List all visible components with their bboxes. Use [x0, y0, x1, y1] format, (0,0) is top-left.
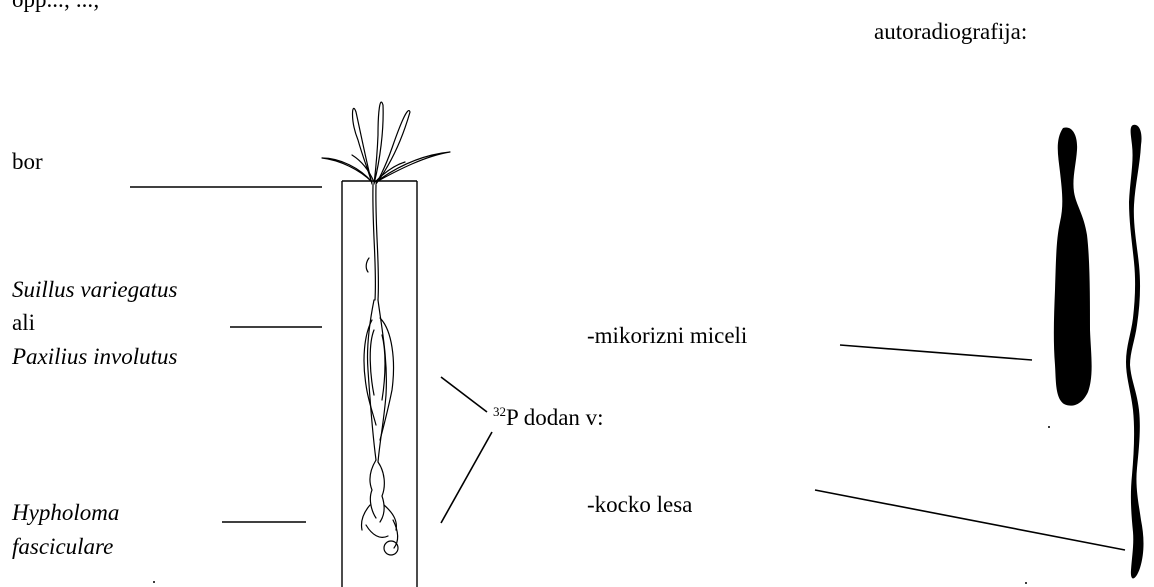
- autoradiograph: [153, 125, 1144, 584]
- leader-wood-block: [815, 490, 1125, 550]
- pine-seedling: [322, 102, 450, 555]
- autoradiograph-strip-mycelium: [1054, 127, 1092, 405]
- autoradiograph-strip-wood: [1126, 125, 1144, 579]
- chamber: [342, 181, 417, 587]
- leader-p32-upper: [441, 377, 487, 412]
- leader-p32-lower: [441, 432, 492, 523]
- wood-block: [384, 541, 398, 555]
- leader-mycelia: [840, 345, 1032, 360]
